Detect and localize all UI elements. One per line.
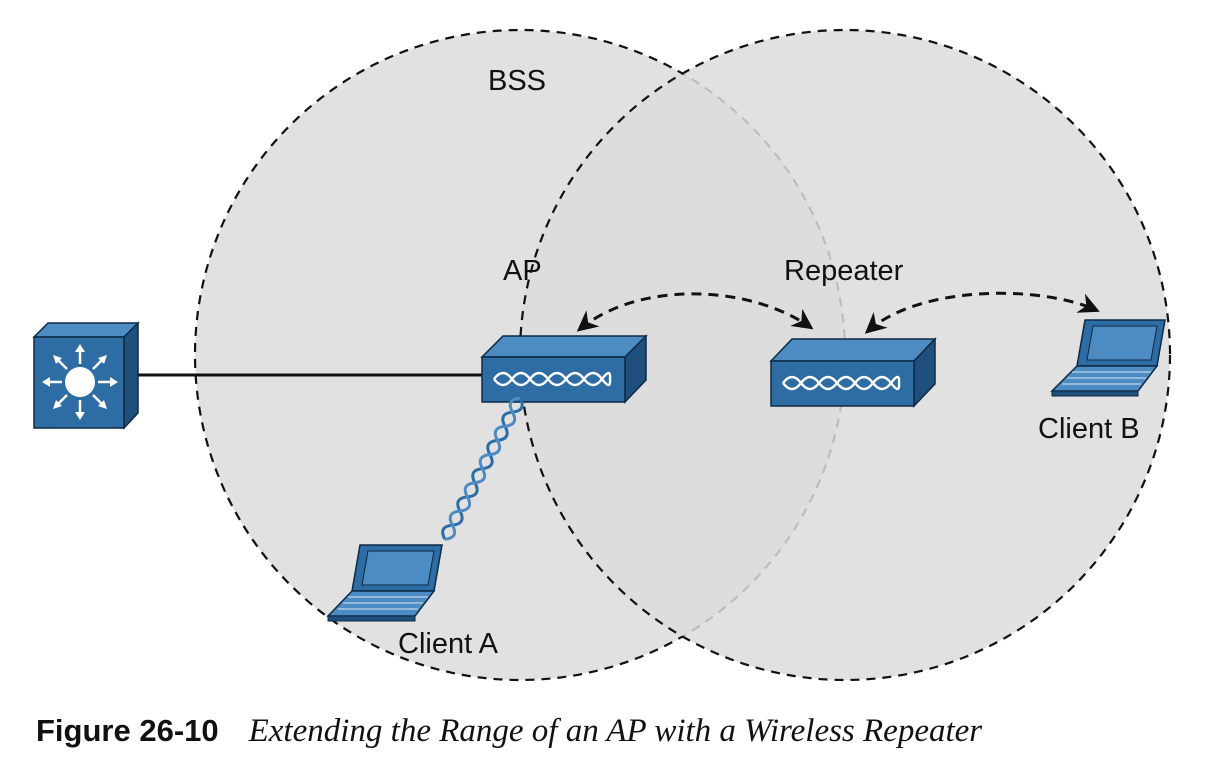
coverage-cells (193, 28, 1172, 682)
laptop-icon (326, 544, 443, 622)
ap-label: AP (503, 255, 542, 287)
client-b-label: Client B (1038, 413, 1140, 445)
wireless-repeater-diagram: BSS AP Repeater Client A Client B (32, 28, 1172, 682)
repeater-clientb-link-arrow (864, 291, 1100, 334)
client-a-label: Client A (398, 628, 499, 660)
figure-title: Extending the Range of an AP with a Wire… (248, 713, 983, 749)
multilayer-switch-icon (32, 321, 140, 430)
repeater-icon (769, 337, 937, 408)
ap-repeater-link-arrow (576, 292, 814, 332)
figure-number: Figure 26-10 (36, 713, 219, 748)
repeater-label: Repeater (784, 255, 904, 287)
bss-label: BSS (488, 65, 546, 97)
radio-wave-icon (441, 396, 524, 541)
access-point-icon (480, 334, 648, 404)
figure-caption: Figure 26-10 Extending the Range of an AP… (36, 703, 1216, 759)
